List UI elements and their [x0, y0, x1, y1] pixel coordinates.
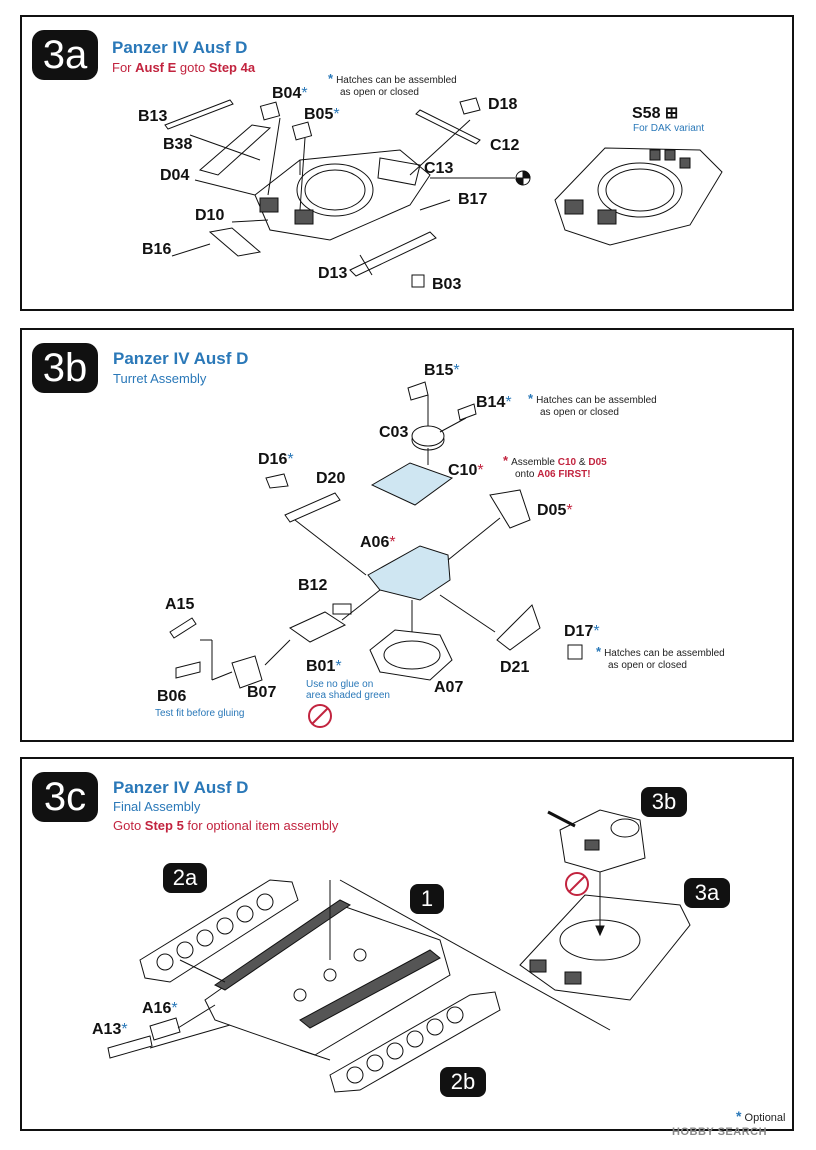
step-3b-title: Panzer IV Ausf D: [113, 349, 249, 368]
part-label-B03: B03: [432, 276, 462, 293]
part-A15-drawing: [169, 617, 197, 639]
part-C10-drawing: [370, 462, 454, 506]
hull-top-drawing: [254, 149, 431, 241]
step-3c-title: Panzer IV Ausf D: [113, 778, 249, 797]
part-B15-drawing: [407, 381, 429, 401]
turret-3b-drawing: [547, 809, 646, 873]
step-ref-3a: 3a: [684, 878, 730, 908]
part-label-D10: D10: [195, 207, 225, 224]
step-3a-instruction: For Ausf E goto Step 4a: [112, 60, 256, 75]
part-label-D13: D13: [318, 265, 348, 282]
part-label-B07: B07: [247, 684, 277, 701]
part-B13-drawing: [164, 99, 234, 130]
part-D20-drawing: [284, 492, 341, 523]
part-B07-drawing: [231, 655, 263, 689]
part-B04-drawing: [259, 101, 281, 121]
step-3b-subtitle: Turret Assembly: [113, 371, 207, 386]
part-label-B16: B16: [142, 241, 172, 258]
part-label-B01: B01*: [306, 658, 342, 675]
step-3a-title: Panzer IV Ausf D: [112, 38, 248, 57]
part-label-C13: C13: [424, 160, 454, 177]
optional-legend: * Optional: [736, 1108, 786, 1124]
step-3c-badge: 3c: [32, 772, 98, 822]
part-B17-drawing: [419, 199, 451, 211]
part-label-D21: D21: [500, 659, 530, 676]
part-label-C10: C10*: [448, 462, 484, 479]
step-ref-3b: 3b: [641, 787, 687, 817]
part-label-A06: A06*: [360, 534, 396, 551]
part-B03-drawing: [411, 274, 425, 288]
part-label-A16: A16*: [142, 1000, 178, 1017]
variant-note: For DAK variant: [633, 123, 705, 134]
step-ref-2b: 2b: [440, 1067, 486, 1097]
part-label-D04: D04: [160, 167, 190, 184]
part-B14-drawing: [457, 403, 477, 421]
step-3c-instruction: Goto Step 5 for optional item assembly: [113, 818, 339, 833]
part-B05-drawing: [291, 121, 313, 141]
part-A06-drawing: [367, 545, 451, 601]
part-label-A13: A13*: [92, 1021, 128, 1038]
part-A16-drawing: [149, 1017, 181, 1041]
part-label-A07: A07: [434, 679, 464, 696]
part-D17-drawing: [567, 644, 583, 660]
track-2a-drawing: [139, 879, 299, 983]
watermark: HOBBY SEARCH: [672, 1126, 768, 1138]
part-label-B17: B17: [458, 191, 488, 208]
part-D10-drawing: [208, 227, 262, 257]
part-A13-drawing: [107, 1035, 153, 1059]
part-D04-drawing: [198, 124, 272, 176]
part-label-B06: B06: [157, 688, 187, 705]
part-label-B12: B12: [298, 577, 328, 594]
part-B12-drawing: [288, 611, 347, 643]
part-label-B13: B13: [138, 108, 168, 125]
part-D05-drawing: [489, 489, 531, 529]
part-label-C12: C12: [490, 137, 520, 154]
part-label-D18: D18: [488, 96, 518, 113]
part-label-B14: B14*: [476, 394, 512, 411]
part-C12-drawing: [415, 109, 481, 145]
part-B06-drawing: [175, 661, 201, 679]
part-D18-drawing: [459, 97, 481, 115]
test-fit-note: Test fit before gluing: [155, 708, 245, 719]
variant-part-label-S58: S58 ⊞: [632, 105, 679, 122]
part-label-B05: B05*: [304, 106, 340, 123]
part-label-B04: B04*: [272, 85, 308, 102]
step-ref-2a: 2a: [163, 863, 207, 893]
part-D13-drawing: [349, 231, 437, 277]
step-3b-assemble-note: *Assemble C10 & D05 onto A06 FIRST!: [503, 453, 607, 480]
part-label-B38: B38: [163, 136, 193, 153]
part-label-D17: D17*: [564, 623, 600, 640]
part-label-D20: D20: [316, 470, 346, 487]
step-3c-subtitle: Final Assembly: [113, 799, 201, 814]
part-label-D16: D16*: [258, 451, 294, 468]
track-2b-drawing: [329, 991, 501, 1093]
part-label-D05: D05*: [537, 502, 573, 519]
part-label-C03: C03: [379, 424, 409, 441]
step-3a-badge: 3a: [32, 30, 98, 80]
hull-top-3a-drawing: [519, 894, 691, 1001]
step-3b-badge: 3b: [32, 343, 98, 393]
part-label-A15: A15: [165, 596, 195, 613]
part-B16-drawing: [171, 243, 211, 257]
part-label-B15: B15*: [424, 362, 460, 379]
hull-1-drawing: [204, 899, 451, 1056]
dak-variant-hull-drawing: [554, 147, 723, 246]
part-D16-drawing: [265, 473, 289, 489]
step-ref-1: 1: [410, 884, 444, 914]
part-A07-drawing: [369, 629, 453, 681]
part-D21-drawing: [496, 604, 541, 651]
